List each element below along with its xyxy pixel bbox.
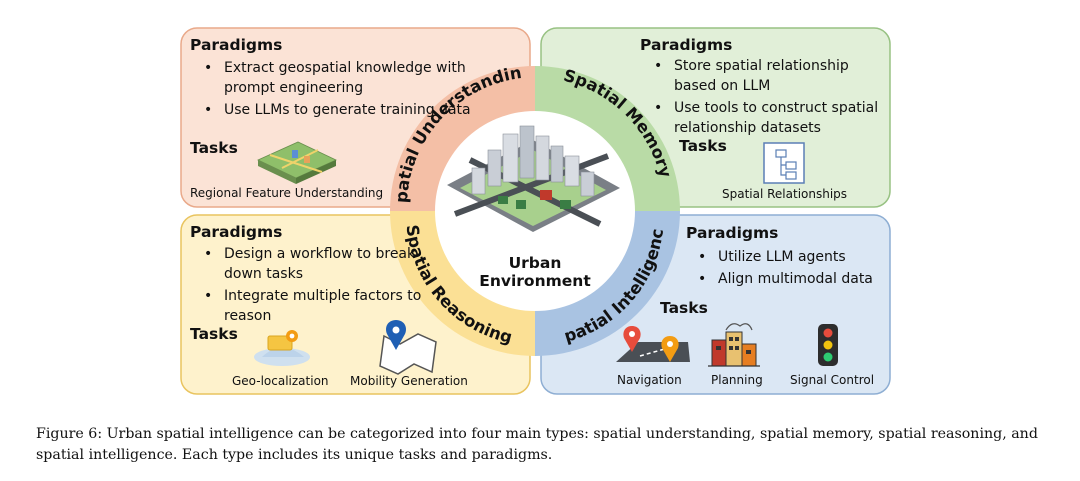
diagram-canvas: Spatial Understanding Spatial Memory Spa… [0, 0, 891, 395]
map-pin-icon [379, 320, 437, 375]
center-label-line1: Urban [508, 254, 562, 272]
understanding-paradigm-item: Use LLMs to generate training data [190, 100, 490, 120]
center-label-line2: Environment [479, 272, 591, 290]
figure-caption: Figure 6: Urban spatial intelligence can… [36, 426, 1038, 463]
flowchart-icon [763, 142, 805, 184]
city-skyline-icon [447, 125, 620, 232]
reasoning-paradigms-heading: Paradigms [190, 223, 283, 241]
traffic-light-icon [818, 324, 838, 366]
location-pin-card-icon [254, 330, 310, 366]
memory-paradigm-item: Use tools to construct spatial relations… [640, 98, 880, 138]
intelligence-paradigm-list: Utilize LLM agents Align multimodal data [684, 247, 884, 291]
intelligence-paradigm-item: Align multimodal data [684, 269, 884, 289]
city-buildings-icon [708, 323, 760, 367]
task-mobility-generation: Mobility Generation [350, 374, 468, 388]
intelligence-paradigm-item: Utilize LLM agents [684, 247, 884, 267]
intelligence-tasks-heading: Tasks [660, 299, 708, 317]
task-regional-feature-understanding: Regional Feature Understanding [190, 186, 384, 200]
task-signal-control: Signal Control [790, 373, 875, 387]
understanding-paradigms-heading: Paradigms [190, 36, 283, 54]
task-spatial-relationships: Spatial Relationships [722, 187, 848, 201]
reasoning-tasks-heading: Tasks [190, 325, 238, 343]
understanding-paradigm-item: Extract geospatial knowledge with prompt… [190, 58, 490, 98]
memory-paradigm-list: Store spatial relationship based on LLM … [640, 56, 880, 140]
reasoning-paradigm-item: Integrate multiple factors to reason [190, 286, 430, 326]
understanding-tasks-heading: Tasks [190, 139, 238, 157]
memory-tasks-heading: Tasks [679, 137, 727, 155]
task-navigation: Navigation [617, 373, 682, 387]
reasoning-paradigm-list: Design a workflow to break down tasks In… [190, 244, 430, 328]
reasoning-paradigm-item: Design a workflow to break down tasks [190, 244, 430, 284]
center-label: Urban Environment [470, 254, 600, 290]
city-map-icon [257, 141, 337, 184]
memory-paradigms-heading: Paradigms [640, 36, 733, 54]
memory-paradigm-item: Store spatial relationship based on LLM [640, 56, 880, 96]
task-planning: Planning [711, 373, 763, 387]
task-geo-localization: Geo-localization [232, 374, 329, 388]
intelligence-paradigms-heading: Paradigms [686, 224, 779, 242]
navigation-route-icon [616, 326, 690, 362]
understanding-paradigm-list: Extract geospatial knowledge with prompt… [190, 58, 490, 122]
